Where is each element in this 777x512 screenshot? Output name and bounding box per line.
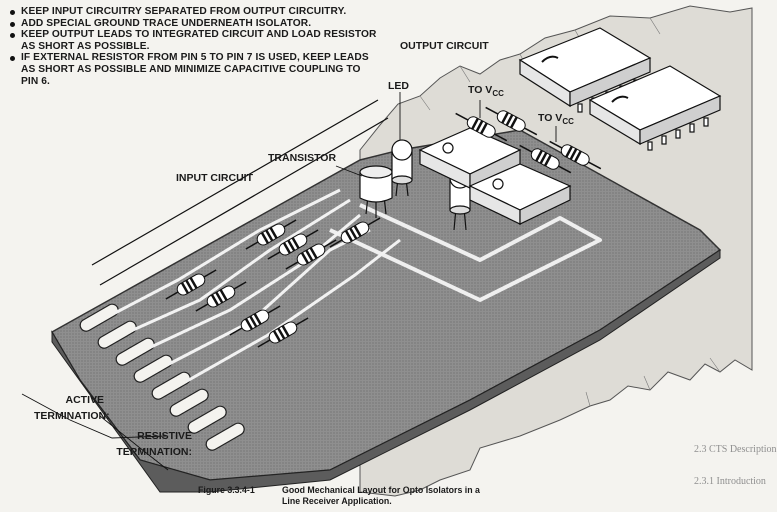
to-vcc-label-1: TO VCC — [468, 84, 504, 99]
output-ic-2 — [588, 65, 722, 151]
opto-isolator-ic-1 — [418, 127, 522, 189]
figure-title-line1: Good Mechanical Layout for Opto Isolator… — [282, 485, 480, 495]
bleed-through-text-2: 2.3.1 Introduction — [694, 476, 766, 487]
guideline-item: IF EXTERNAL RESISTOR FROM PIN 5 TO PIN 7… — [8, 52, 380, 87]
to-vcc-label-2: TO VCC — [538, 112, 574, 127]
ground-trace — [329, 203, 602, 302]
leader-lines — [21, 92, 557, 471]
transistor-component — [359, 165, 393, 218]
output-resistors — [455, 106, 602, 174]
input-circuit-label: INPUT CIRCUIT — [176, 172, 253, 184]
resistive-termination-label: RESISTIVE TERMINATION: — [116, 430, 192, 458]
edge-connector — [79, 303, 245, 451]
active-termination-label: ACTIVE TERMINATION: — [34, 394, 110, 422]
output-circuit-label: OUTPUT CIRCUIT — [400, 40, 489, 52]
input-resistors — [165, 217, 381, 348]
transistor-label: TRANSISTOR — [268, 152, 337, 164]
layout-guidelines: KEEP INPUT CIRCUITRY SEPARATED FROM OUTP… — [8, 6, 380, 87]
pcb-illustration — [21, 5, 753, 497]
led-component — [391, 139, 413, 197]
bleed-through-text-1: 2.3 CTS Description — [694, 444, 777, 455]
led-label: LED — [388, 80, 409, 92]
guideline-item: KEEP OUTPUT LEADS TO INTEGRATED CIRCUIT … — [8, 29, 380, 52]
figure-number: Figure 3.3.4-1 — [198, 485, 255, 495]
guideline-item: KEEP INPUT CIRCUITRY SEPARATED FROM OUTP… — [8, 6, 380, 18]
guideline-item: ADD SPECIAL GROUND TRACE UNDERNEATH ISOL… — [8, 18, 380, 30]
opto-isolator-ic-2 — [468, 163, 572, 225]
pcb-board-edge — [51, 249, 721, 493]
figure-title-line2: Line Receiver Application. — [282, 496, 392, 506]
figure-caption: Figure 3.3.4-1 Good Mechanical Layout for… — [198, 485, 480, 507]
input-output-divider — [91, 99, 389, 286]
